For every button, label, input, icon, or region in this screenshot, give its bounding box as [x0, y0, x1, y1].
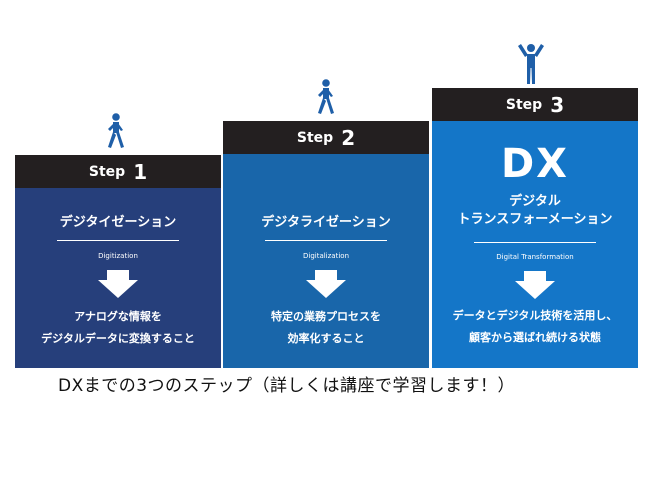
step-1: Step 1 デジタイゼーション Digitization アナログな情報を デ…	[15, 155, 221, 368]
step-2-desc-line-2: 効率化すること	[287, 332, 365, 345]
step-1-number: 1	[133, 159, 148, 184]
step-2-label: Step	[296, 129, 334, 146]
step-3-header: Step 3	[432, 88, 638, 121]
caption: DXまでの3つのステップ（詳しくは講座で学習します！）	[58, 376, 516, 396]
step-2-subtitle: Digitalization	[302, 252, 350, 260]
step-2-title: デジタライゼーション	[261, 215, 391, 230]
step-1-header: Step 1	[15, 155, 221, 188]
step-3-subtitle: Digital Transformation	[496, 253, 574, 261]
step-3-body: DX デジタル トランスフォーメーション Digital Transformat…	[432, 121, 638, 368]
step-2-divider	[265, 240, 387, 241]
step-1-title: デジタイゼーション	[59, 215, 177, 230]
step-3-big-label: DX	[500, 141, 570, 187]
step-1-subtitle: Digitization	[98, 252, 138, 260]
step-3-down-arrow-icon	[515, 271, 555, 299]
step-3-desc-line-1: データとデジタル技術を活用し、	[452, 309, 618, 322]
step-3-number: 3	[550, 92, 565, 117]
step-1-desc-line-1: アナログな情報を	[74, 310, 162, 323]
step-2-header: Step 2	[223, 121, 429, 154]
step-2-desc-line-1: 特定の業務プロセスを	[271, 310, 381, 323]
step-3-divider	[474, 242, 596, 243]
step-3-desc-line-2: 顧客から選ばれ続ける状態	[469, 331, 601, 344]
step-2-number: 2	[341, 125, 356, 150]
step-1-label: Step	[88, 163, 126, 180]
step-3-title-line-2: トランスフォーメーション	[457, 212, 613, 227]
step-3-title-line-1: デジタル	[509, 194, 561, 209]
step-3-label: Step	[505, 96, 543, 113]
walking-person-icon	[108, 113, 124, 148]
step-1-desc-line-2: デジタルデータに変換すること	[41, 332, 195, 345]
step-2: Step 2 デジタライゼーション Digitalization 特定の業務プロ…	[223, 121, 429, 368]
step-1-divider	[57, 240, 179, 241]
step-2-down-arrow-icon	[306, 270, 346, 298]
step-3: Step 3 DX デジタル トランスフォーメーション Digital Tran…	[432, 88, 638, 368]
step-2-body: デジタライゼーション Digitalization 特定の業務プロセスを 効率化…	[223, 154, 429, 368]
walking-person-icon	[318, 79, 334, 114]
step-1-down-arrow-icon	[98, 270, 138, 298]
step-1-body: デジタイゼーション Digitization アナログな情報を デジタルデータに…	[15, 188, 221, 368]
cheering-person-icon	[518, 44, 544, 84]
